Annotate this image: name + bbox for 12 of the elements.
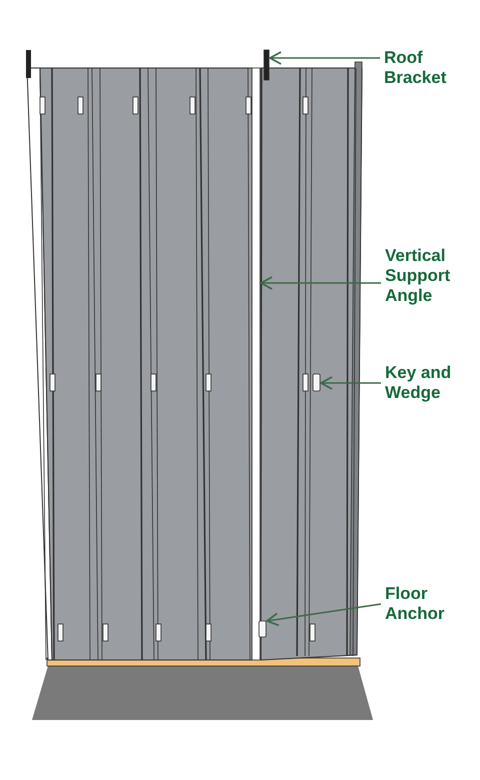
leader-arrow [259, 276, 381, 290]
floor-anchor [258, 620, 266, 638]
leader-arrow [319, 376, 381, 390]
leader-arrow [265, 603, 382, 626]
vertical-support-angle [252, 68, 260, 660]
leader-arrow [268, 51, 380, 65]
callout-label: Key and Wedge [385, 363, 475, 403]
callout-label: Vertical Support Angle [385, 246, 475, 306]
callout-label: Floor Anchor [385, 584, 465, 624]
roof-bracket [264, 50, 270, 80]
key-and-wedge [312, 374, 320, 392]
callout-label: Roof Bracket [384, 48, 464, 88]
